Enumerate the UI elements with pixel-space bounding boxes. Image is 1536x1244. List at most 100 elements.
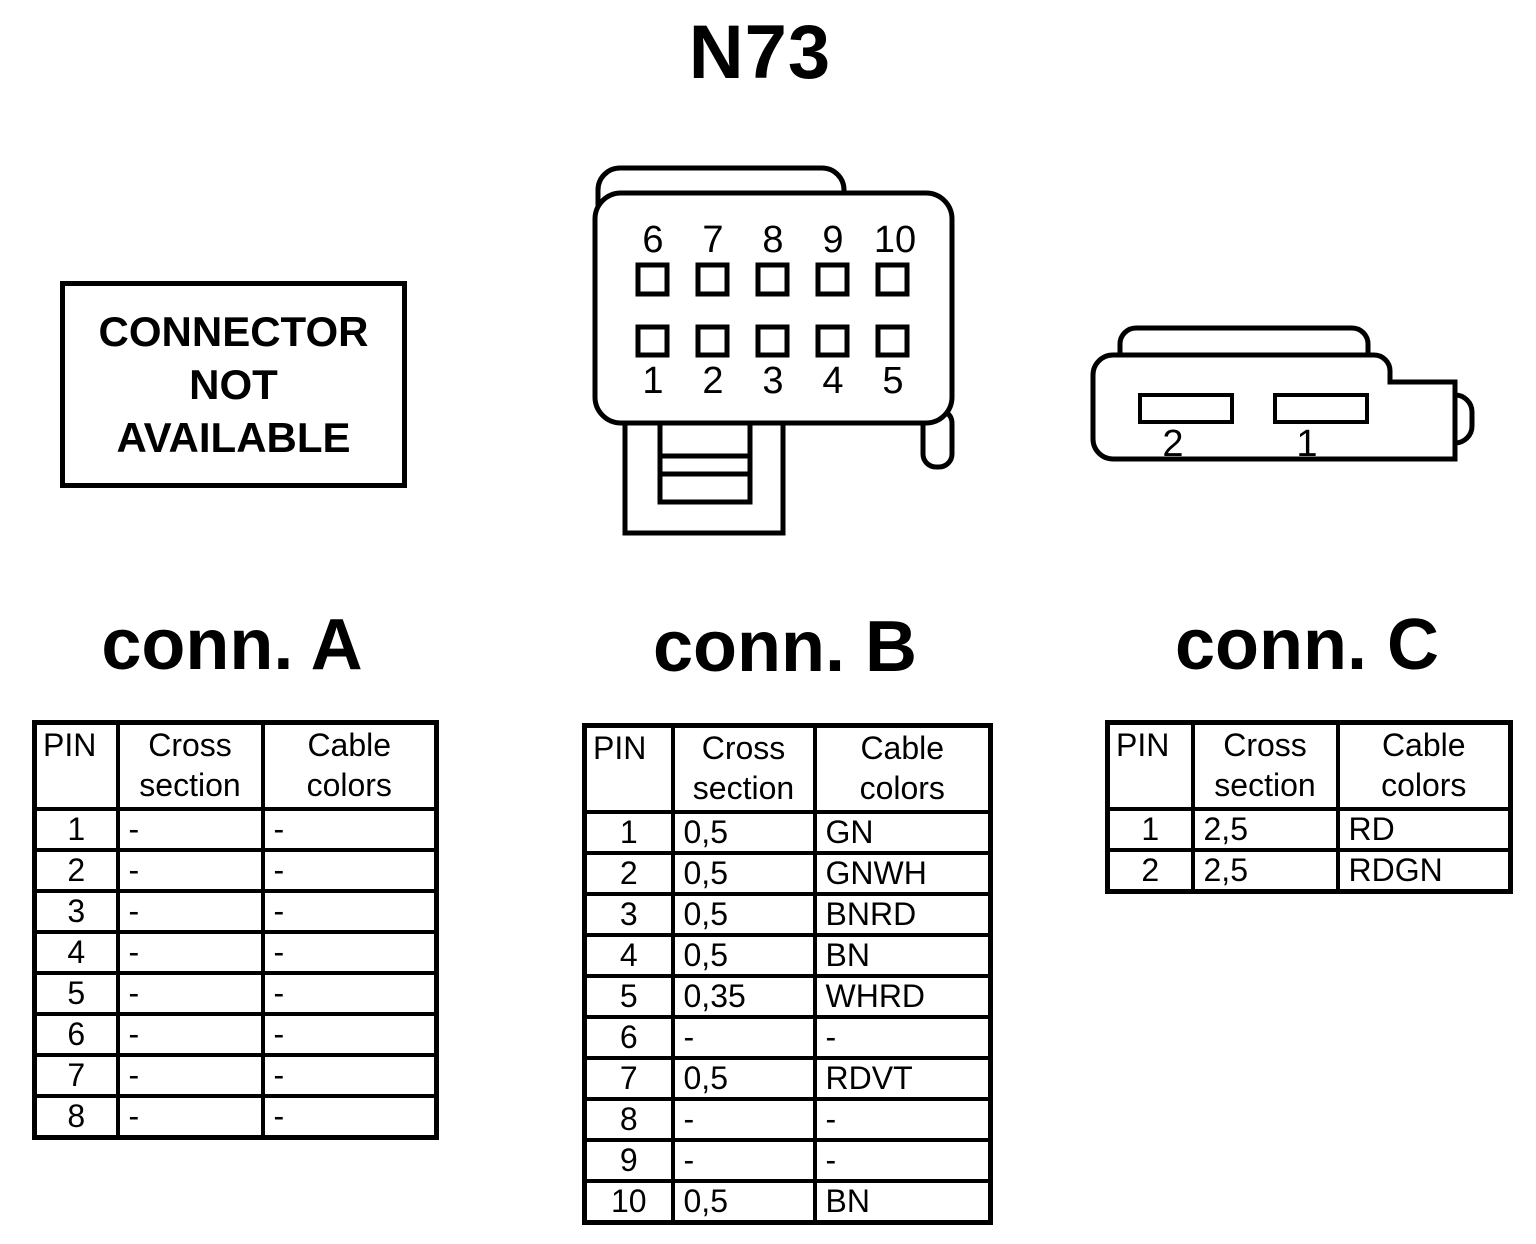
table-cell: - <box>812 1097 993 1142</box>
connector-c-drawing: 2 1 <box>1090 325 1475 465</box>
table-cell: 5 <box>582 974 675 1019</box>
table-cell: 2,5 <box>1190 807 1340 852</box>
table-row: 1-- <box>32 807 439 852</box>
table-row: 9-- <box>582 1138 993 1183</box>
table-cell: 3 <box>32 889 120 934</box>
table-row: 7-- <box>32 1053 439 1098</box>
table-cell: 4 <box>582 933 675 978</box>
table-cell: - <box>260 848 439 893</box>
table-cell: - <box>115 889 265 934</box>
table-cell: 4 <box>32 930 120 975</box>
table-cell: - <box>670 1138 817 1183</box>
table-cell: 2 <box>1105 848 1195 894</box>
table-cell: - <box>115 1094 265 1140</box>
connector-b-drawing: 6 7 8 9 10 1 2 3 4 5 <box>592 165 955 536</box>
table-cell: 7 <box>582 1056 675 1101</box>
table-cell: - <box>115 848 265 893</box>
table-cell: - <box>670 1097 817 1142</box>
pin-label: 1 <box>642 360 663 402</box>
connector-latch-inner <box>657 420 753 505</box>
section-title-conn-c: conn. C <box>1175 605 1439 685</box>
column-header: PIN <box>1105 720 1195 811</box>
table-cell: 0,5 <box>670 933 817 978</box>
table-cell: 2,5 <box>1190 848 1340 894</box>
notice-line: CONNECTOR <box>98 308 369 355</box>
pin-label: 3 <box>762 360 783 402</box>
pin-socket-6 <box>635 262 670 297</box>
table-cell: 8 <box>582 1097 675 1142</box>
pin-slot-2 <box>1138 393 1234 424</box>
pin-socket-4 <box>815 324 850 358</box>
pin-label: 8 <box>762 219 783 261</box>
table-cell: RDGN <box>1335 848 1513 894</box>
table-cell: - <box>812 1015 993 1060</box>
table-row: 6-- <box>32 1012 439 1057</box>
table-cell: BN <box>812 933 993 978</box>
section-title-conn-a: conn. A <box>101 605 363 685</box>
table-cell: 5 <box>32 971 120 1016</box>
connector-not-available-box: CONNECTOR NOT AVAILABLE <box>60 281 407 488</box>
table-cell: 9 <box>582 1138 675 1183</box>
table-cell: 10 <box>582 1179 675 1225</box>
connector-body <box>592 190 955 426</box>
table-cell: 0,5 <box>670 1056 817 1101</box>
table-cell: 0,35 <box>670 974 817 1019</box>
table-cell: - <box>260 1012 439 1057</box>
pin-socket-2 <box>695 324 730 358</box>
notice-line: NOT <box>189 361 278 408</box>
pin-slot-1 <box>1273 393 1369 424</box>
table-cell: - <box>260 971 439 1016</box>
table-cell: RDVT <box>812 1056 993 1101</box>
table-cell: 0,5 <box>670 892 817 937</box>
table-cell: - <box>812 1138 993 1183</box>
table-row: 6-- <box>582 1015 993 1060</box>
table-cell: RD <box>1335 807 1513 852</box>
pin-socket-1 <box>635 324 670 358</box>
table-row: 2-- <box>32 848 439 893</box>
section-title-conn-b: conn. B <box>653 607 917 687</box>
table-cell: 2 <box>32 848 120 893</box>
pin-socket-3 <box>755 324 790 358</box>
table-cell: 0,5 <box>670 1179 817 1225</box>
table-row: 8-- <box>32 1094 439 1140</box>
table-cell: 7 <box>32 1053 120 1098</box>
pin-socket-10 <box>875 262 910 297</box>
table-row: 8-- <box>582 1097 993 1142</box>
table-row: 5-- <box>32 971 439 1016</box>
table-cell: 2 <box>582 851 675 896</box>
table-cell: - <box>260 1094 439 1140</box>
table-cell: - <box>260 807 439 852</box>
notice-line: AVAILABLE <box>116 414 351 461</box>
table-row: 4-- <box>32 930 439 975</box>
table-cell: - <box>115 971 265 1016</box>
pin-label: 10 <box>874 219 916 261</box>
table-cell: - <box>260 1053 439 1098</box>
table-cell: WHRD <box>812 974 993 1019</box>
table-cell: 6 <box>32 1012 120 1057</box>
table-cell: - <box>115 807 265 852</box>
table-cell: - <box>260 930 439 975</box>
table-cell: 1 <box>32 807 120 852</box>
pin-label: 6 <box>642 219 663 261</box>
pin-socket-8 <box>755 262 790 297</box>
page-title: N73 <box>688 10 832 95</box>
column-header: PIN <box>582 723 675 814</box>
pin-label: 7 <box>702 219 723 261</box>
pin-label: 4 <box>822 360 843 402</box>
